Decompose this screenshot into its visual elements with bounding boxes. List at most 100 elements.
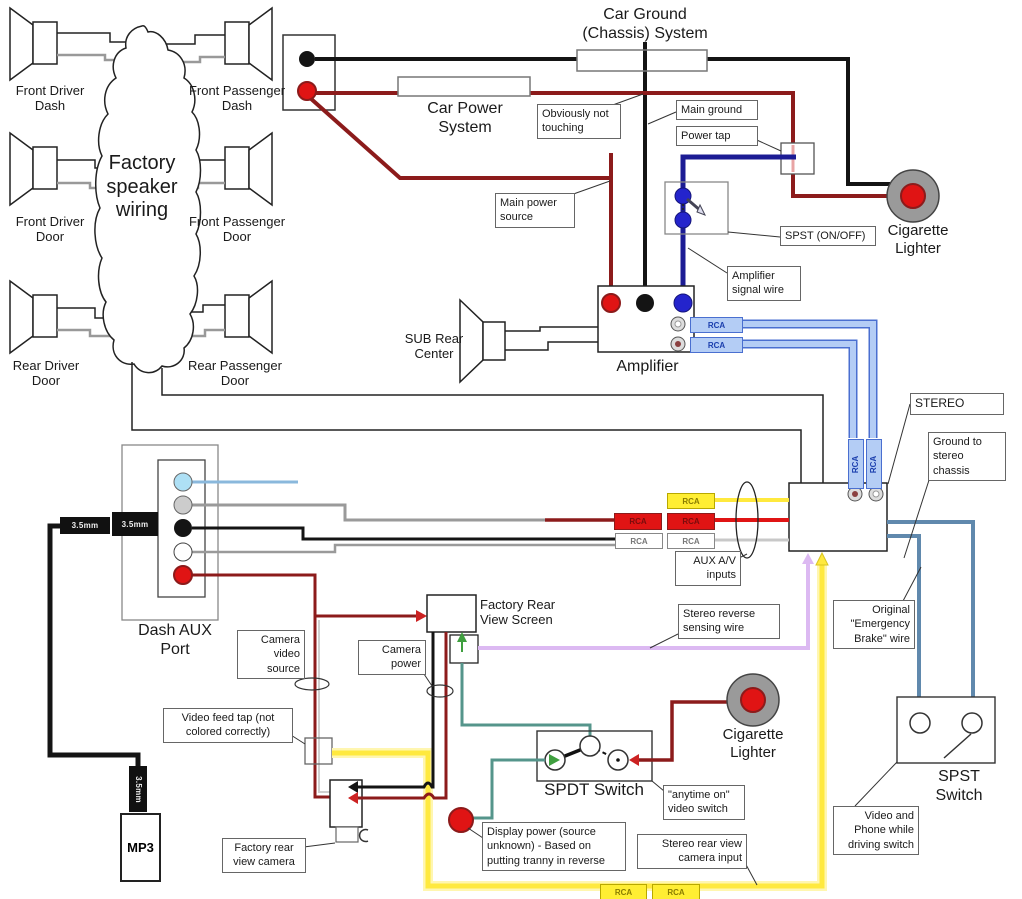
label-rear-passenger-door: Rear Passenger Door — [188, 358, 282, 389]
wire-aux-gray-b — [192, 543, 615, 554]
pointer-reverse-wire — [649, 633, 679, 649]
jack-35mm-plug-3-label: 3.5mm — [133, 775, 143, 803]
wire-cam-video-white — [318, 620, 332, 793]
label-factory-rear-view-screen: Factory Rear View Screen — [480, 597, 556, 628]
speaker-rear-passenger-door — [224, 279, 273, 355]
rca-cable-2-edge — [741, 339, 858, 438]
camera-rca-connector-1: RCA — [600, 884, 647, 899]
cigarette-lighter-top-center — [900, 183, 926, 209]
rca-cable-1 — [741, 321, 876, 438]
note-stereo: STEREO — [910, 393, 1004, 415]
note-stereo-rear-view-camera-input: Stereo rear view camera input — [637, 834, 747, 869]
speaker-front-driver-dash — [9, 6, 58, 82]
wire-rdd-neg — [57, 328, 128, 338]
label-cigarette-lighter-bottom: Cigarette Lighter — [722, 726, 784, 761]
pointer-ebrake — [902, 566, 922, 602]
jack-35mm-plug-1: 3.5mm — [60, 517, 110, 534]
factory-camera-plug — [335, 826, 359, 843]
amp-power-terminal — [601, 293, 621, 313]
speaker-front-driver-door — [9, 131, 58, 207]
label-front-passenger-door: Front Passenger Door — [188, 214, 286, 245]
stereo-rca-plug-2-label: RCA — [869, 455, 879, 473]
wire-main-power-source — [307, 95, 613, 296]
note-ground-to-stereo-chassis: Ground to stereo chassis — [928, 432, 1006, 481]
note-camera-power: Camera power — [358, 640, 426, 675]
spdt-dashed — [589, 745, 619, 761]
wire-main-ground — [315, 57, 891, 186]
spdt-pole-common — [579, 735, 601, 757]
cigarette-lighter-bottom-center — [740, 687, 766, 713]
stereo-rca-plug-1-label: RCA — [851, 455, 861, 473]
jack-35mm-plug-3: 3.5mm — [129, 766, 147, 812]
car-power-label-box — [397, 76, 531, 97]
spst-onoff-lever-tip — [696, 203, 707, 216]
camera-clip-c — [358, 828, 369, 843]
arrow-into-screen — [416, 610, 427, 622]
amp-rca-jack-red-pin — [675, 341, 681, 347]
note-spst-on-off: SPST (ON/OFF) — [780, 226, 876, 247]
stereo-rca-plug-1: RCA — [848, 439, 864, 489]
note-camera-video-source: Camera video source — [237, 630, 305, 679]
wire-display-teal-1 — [460, 663, 592, 736]
speaker-sub-rear-center — [459, 298, 506, 384]
spdt-green-arrow — [549, 754, 560, 766]
power-terminal-dot — [297, 81, 317, 101]
aux-rca-white-jack: RCA — [667, 533, 715, 549]
ground-terminal-dot — [299, 51, 315, 67]
amp-signal-terminal — [673, 293, 693, 313]
note-video-feed-tap: Video feed tap (not colored correctly) — [163, 708, 293, 743]
note-main-power-source: Main power source — [495, 193, 575, 228]
display-power-dot — [448, 807, 474, 833]
car-ground-label-box — [576, 49, 708, 72]
speaker-front-passenger-dash — [224, 6, 273, 82]
wire-mp3-lead — [47, 523, 141, 766]
aux-pin-white — [173, 542, 193, 562]
note-aux-av-inputs: AUX A/V inputs — [675, 551, 741, 586]
rca-cable-2 — [741, 341, 856, 438]
note-anytime-on-video-switch: "anytime on" video switch — [663, 785, 745, 820]
jack-35mm-plug-2: 3.5mm — [112, 512, 158, 536]
spst-onoff-dot-bottom — [674, 211, 692, 229]
pointer-stereo — [887, 403, 911, 485]
factory-harness-blob — [94, 25, 202, 374]
label-front-driver-dash: Front Driver Dash — [15, 83, 85, 114]
spst-bottom-pole-right — [961, 712, 983, 734]
amp-rca-connector-2: RCA — [690, 337, 743, 353]
speaker-rear-driver-door — [9, 279, 58, 355]
label-rear-driver-door: Rear Driver Door — [12, 358, 80, 389]
stereo-rca-plug-2: RCA — [866, 439, 882, 489]
pointer-amp-signal — [687, 247, 728, 274]
aux-rca-white-plug: RCA — [615, 533, 663, 549]
wire-fpd-pos — [160, 34, 225, 45]
label-front-passenger-dash: Front Passenger Dash — [188, 83, 286, 114]
wire-harness-stereo-2 — [161, 368, 824, 483]
pointer-main-ground — [647, 111, 677, 125]
aux-rca-red-jack: RCA — [667, 513, 715, 530]
spdt-right-dot — [616, 758, 620, 762]
spst-bottom-box — [896, 696, 996, 764]
label-dash-aux-port: Dash AUX Port — [138, 622, 212, 658]
wire-harness-stereo-1 — [131, 362, 802, 483]
note-obviously-not-touching: Obviously not touching — [537, 104, 621, 139]
note-amplifier-signal-wire: Amplifier signal wire — [727, 266, 801, 301]
camera-video-source-marker — [294, 677, 330, 691]
wire-aux-black — [192, 526, 615, 541]
note-emergency-brake-wire: Original "Emergency Brake" wire — [833, 600, 915, 649]
wire-aux-gray-a — [192, 503, 548, 522]
label-sub-rear-center: SUB Rear Center — [404, 331, 464, 362]
pointer-spst-onoff — [727, 231, 781, 238]
wire-reverse-sense — [478, 563, 810, 650]
aux-pin-gray — [173, 495, 193, 515]
wire-anytime-red — [639, 700, 741, 762]
label-car-power-system: Car Power System — [427, 100, 503, 136]
label-amplifier: Amplifier — [616, 358, 679, 375]
cam-black-arrow — [348, 781, 358, 793]
wire-cam-video-vert — [313, 616, 330, 799]
aux-pin-black — [174, 519, 192, 537]
cable-bundle-ellipse — [735, 481, 759, 559]
note-stereo-reverse-sensing-wire: Stereo reverse sensing wire — [678, 604, 780, 639]
wire-aux-video-red — [192, 573, 417, 618]
pointer-anytime — [651, 780, 665, 792]
stereo-rca-jack-red-pin — [852, 491, 858, 497]
